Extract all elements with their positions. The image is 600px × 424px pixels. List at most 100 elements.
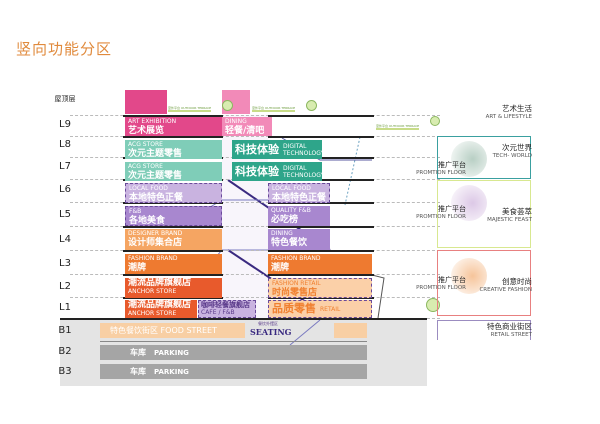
zone-cn: 美食荟萃	[502, 207, 532, 216]
zone-en: CREATIVE FASHION	[479, 287, 532, 293]
promotion-cn: 推广平台	[438, 205, 466, 213]
tree-icon	[426, 298, 440, 312]
block-en: F&B	[129, 208, 142, 215]
block-en: ANCHOR STORE	[128, 310, 177, 317]
zone-cn: 艺术生活	[502, 104, 532, 113]
parking-cn: 车库	[130, 367, 146, 376]
parking-bar: 车库 PARKING	[100, 364, 367, 379]
right-block: 品质零售 RETAIL	[268, 300, 372, 318]
floor-label: L1	[59, 302, 71, 313]
promotion-en: PROMTION FLOOR	[416, 214, 466, 220]
floor-label: L5	[59, 209, 71, 220]
block-cn: 咖啡轻餐旗舰店	[201, 301, 250, 309]
floor-label: B1	[58, 325, 72, 336]
block-cn: 科技体验	[235, 164, 279, 178]
page-title: 竖向功能分区	[16, 40, 113, 58]
promotion-circle	[451, 258, 487, 294]
block-en: RETAIL	[320, 305, 341, 313]
slab-line	[268, 226, 374, 228]
slab-line	[123, 226, 223, 228]
floor-line	[70, 115, 440, 116]
promotion-en: PROMTION FLOOR	[416, 285, 466, 291]
zone-en: ART & LIFESTYLE	[485, 114, 532, 120]
block-cn: 品质零售	[272, 302, 316, 315]
promotion-en: PROMTION FLOOR	[416, 170, 466, 176]
slab-line	[123, 250, 223, 252]
slab-line	[123, 202, 223, 204]
slab-line	[268, 115, 374, 117]
slab-line	[268, 297, 374, 299]
block-en: ANCHOR STORE	[128, 288, 177, 295]
floor-line	[70, 202, 440, 203]
zone-cn: 特色商业街区	[487, 322, 532, 331]
parking-cn: 车库	[130, 348, 146, 357]
promotion-cn: 推广平台	[438, 161, 466, 169]
slab-line	[268, 274, 374, 276]
block-cn: 潮流品牌旗舰店	[128, 278, 192, 288]
block-en: DINING	[225, 118, 247, 125]
slab-line	[123, 274, 223, 276]
food-street-end	[334, 323, 367, 338]
floor-label: B3	[58, 366, 72, 377]
outdoor-terrace-label: 室外平台 OUTDOOR TERRACE	[252, 106, 296, 112]
zone-en: RETAIL STREET	[490, 332, 532, 338]
ground-line	[60, 318, 427, 320]
seating-label: SEATING	[250, 327, 292, 337]
floor-label: L4	[59, 234, 71, 245]
block-en: ART EXHIBITION	[128, 118, 177, 125]
block-en: FASHION RETAIL	[272, 280, 321, 287]
block-cn: 必吃榜	[271, 215, 299, 225]
block-en: DESIGNER BRAND	[128, 230, 183, 237]
food-street: 特色餐饮街区 FOOD STREET	[100, 323, 245, 338]
floor-line	[70, 136, 440, 137]
floor-label: L3	[59, 258, 71, 269]
block-en: LOCAL FOOD	[272, 185, 311, 192]
block-cn: 各地美食	[129, 216, 166, 226]
slab-line	[123, 297, 223, 299]
block-cn: 本地特色正餐	[129, 193, 184, 203]
escalator-line	[289, 319, 321, 346]
zone-en: TECH- WORLD	[492, 153, 532, 159]
block-cn: 时尚零售店	[272, 288, 318, 298]
dashed-outline	[340, 136, 361, 206]
block-cn: 科技体验	[235, 142, 279, 156]
slab	[100, 341, 367, 342]
floor-label: L8	[59, 139, 71, 150]
zone-box	[437, 136, 531, 179]
block-en: ACG STORE	[128, 163, 163, 170]
block-en: DIGITAL TECHNOLOGY	[283, 164, 322, 179]
floor-line	[70, 250, 440, 251]
zone-box	[437, 320, 531, 340]
tree-icon	[222, 100, 233, 111]
parking-en: PARKING	[154, 368, 189, 376]
block-en: ACG STORE	[128, 141, 163, 148]
block-cn: 本地特色正餐	[272, 193, 327, 203]
roof-pavilion	[125, 90, 167, 114]
zone-box	[437, 250, 531, 316]
block-cn: 次元主题零售	[128, 149, 183, 159]
slab-line	[123, 115, 223, 117]
zone-cn: 次元世界	[502, 143, 532, 152]
zone-en: MAJESTIC FEAST	[487, 217, 532, 223]
block-cn: 特色餐饮	[271, 238, 308, 248]
outline	[371, 274, 385, 319]
floor-label: L6	[59, 184, 71, 195]
